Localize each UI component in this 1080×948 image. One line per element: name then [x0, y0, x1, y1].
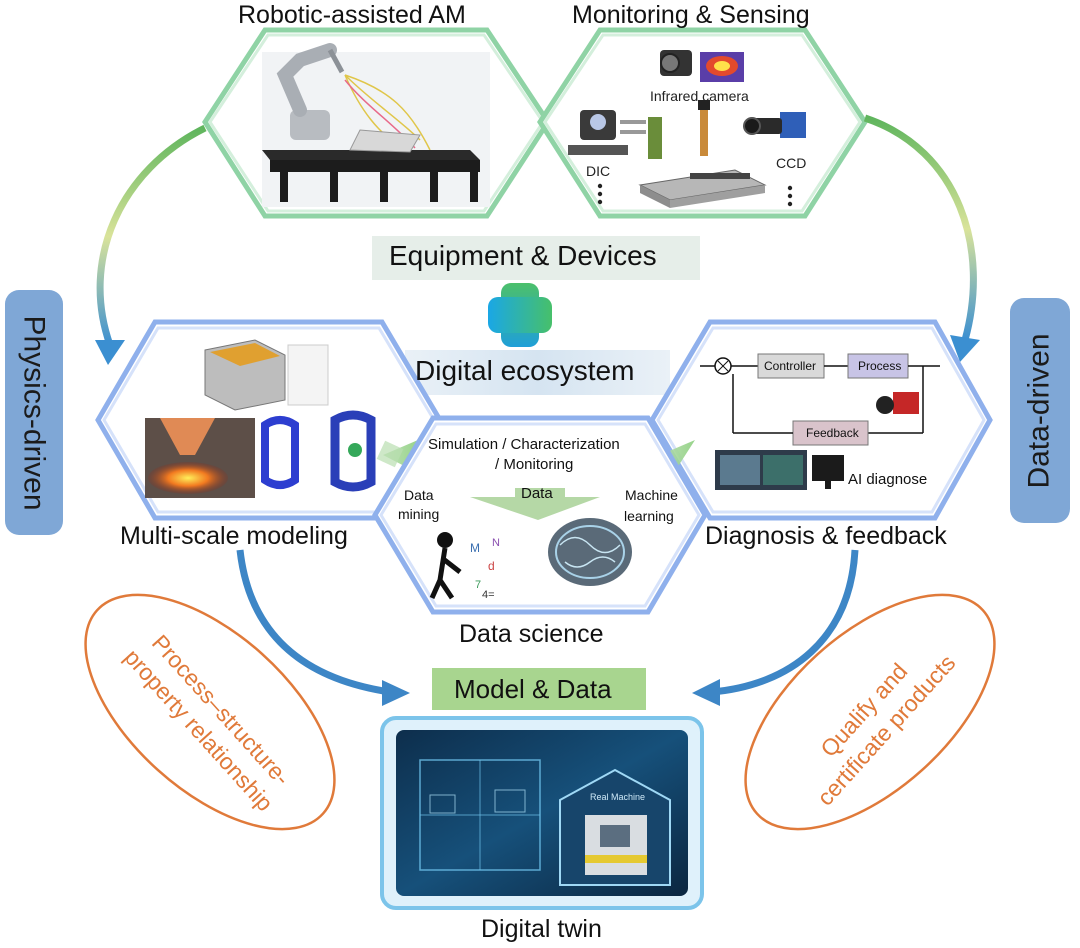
process-label: Process [858, 359, 902, 373]
simulation-label-line1: Simulation / Characterization [428, 436, 620, 453]
ccd-camera-icon [743, 112, 806, 138]
controller-label: Controller [764, 359, 817, 373]
robotic-am-hexagon [202, 27, 551, 219]
svg-text:N: N [492, 537, 500, 549]
ccd-label: CCD [776, 155, 807, 171]
physics-driven-pill: Physics-driven [5, 290, 63, 535]
data-driven-label: Data-driven [1023, 332, 1057, 489]
dic-camera-icon [568, 110, 662, 159]
feedback-camera-icon [876, 392, 919, 414]
feedback-label: Feedback [806, 426, 859, 440]
svg-text:M: M [470, 541, 480, 555]
ecosystem-banner-bg [405, 350, 670, 395]
data-mining-line1: Data [404, 487, 434, 503]
svg-text:4=: 4= [482, 589, 495, 601]
data-science-hexagon: M d 7 N 4= [372, 415, 708, 615]
data-arrow [470, 488, 600, 520]
machine-learning-line1: Machine [625, 487, 678, 503]
simulation-label-line2: / Monitoring [495, 456, 574, 473]
machine-learning-line2: learning [624, 508, 674, 524]
monitor-screens-image [715, 450, 844, 490]
digital-twin-label: Digital twin [481, 915, 602, 943]
left-orange-oval [84, 593, 336, 831]
dic-label: DIC [586, 163, 611, 179]
svg-text:7: 7 [475, 579, 481, 591]
left-blue-arrow [236, 549, 391, 696]
simulation-block-image [204, 339, 329, 411]
brain-image [548, 518, 632, 586]
right-blue-arrow [711, 549, 859, 696]
physics-driven-label: Physics-driven [18, 314, 51, 511]
data-driven-pill: Data-driven [1010, 298, 1070, 523]
monitoring-hexagon [537, 27, 868, 219]
data-mining-line2: mining [398, 506, 440, 522]
right-orange-oval [744, 593, 996, 831]
work-table-icon [262, 129, 480, 202]
infrared-camera-icon [660, 50, 744, 82]
plus-icon [488, 283, 552, 347]
ai-diagnose-label: AI diagnose [848, 471, 928, 488]
diagnosis-title: Diagnosis & feedback [705, 522, 947, 550]
digital-twin-image [380, 716, 704, 910]
diagnosis-hexagon [649, 319, 993, 521]
melt-pool-image [145, 418, 255, 498]
control-loop-diagram [700, 353, 940, 446]
right-curved-arrow [863, 114, 977, 341]
digital-ecosystem-label: Digital ecosystem [415, 355, 635, 386]
multiscale-hexagon [95, 319, 443, 521]
svg-text:d: d [488, 559, 495, 573]
equipment-banner-bg [372, 236, 700, 280]
left-curved-arrow [96, 124, 207, 347]
infrared-camera-label: Infrared camera [650, 88, 749, 104]
model-data-bg [432, 668, 646, 710]
equipment-devices-label: Equipment & Devices [389, 240, 657, 271]
real-machine-label: Real Machine [590, 792, 646, 802]
model-data-label: Model & Data [454, 674, 612, 704]
data-mining-image: M d 7 N 4= [429, 532, 500, 601]
data-arrow-label: Data [521, 485, 553, 502]
lattice-structure-image [261, 410, 376, 492]
welding-torch-icon [638, 100, 767, 208]
robotic-am-title: Robotic-assisted AM [238, 1, 466, 29]
multiscale-title: Multi-scale modeling [120, 522, 348, 550]
monitoring-title: Monitoring & Sensing [572, 1, 810, 29]
data-science-label: Data science [459, 620, 604, 648]
